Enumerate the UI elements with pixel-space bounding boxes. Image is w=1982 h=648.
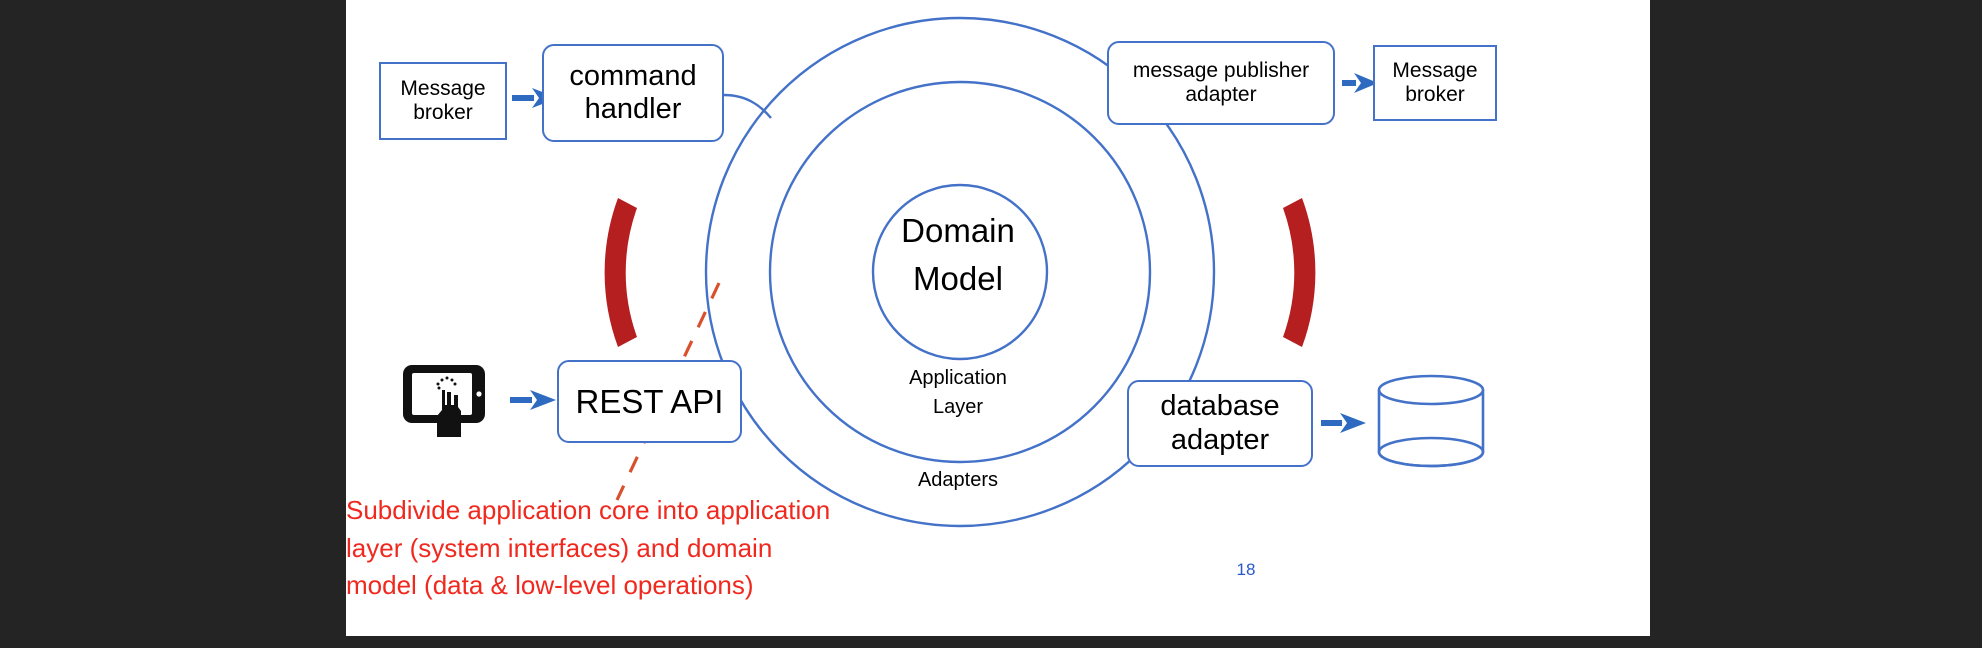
arrow-db-adapter-to-database xyxy=(1321,413,1366,433)
box-rest-api-label: REST API xyxy=(575,382,724,420)
box-message-broker-left-label: Message broker xyxy=(400,76,486,124)
label-adapters: Adapters xyxy=(917,469,999,491)
application-layer-ring-circle xyxy=(768,80,1152,464)
domain-model-core-circle xyxy=(871,183,1049,361)
connector-command-handler xyxy=(723,93,772,119)
diagram-vector-layer xyxy=(510,16,1485,528)
box-message-broker-right-label: Message broker xyxy=(1392,58,1478,106)
box-message-broker-right[interactable]: Message broker xyxy=(1373,45,1497,121)
box-message-publisher-adapter-label: message publisher adapter xyxy=(1132,58,1310,106)
page-number: 18 xyxy=(1236,560,1256,579)
right-port-arc xyxy=(1283,198,1316,347)
box-database-adapter[interactable]: database adapter xyxy=(1127,380,1313,467)
slide-canvas: Message broker command handler message p… xyxy=(346,0,1650,636)
arrow-tablet-to-rest-api xyxy=(510,390,556,410)
box-rest-api[interactable]: REST API xyxy=(557,360,742,443)
box-message-broker-left[interactable]: Message broker xyxy=(379,62,507,140)
box-command-handler-label: command handler xyxy=(569,59,697,125)
adapters-ring-circle xyxy=(704,16,1216,528)
left-port-arc xyxy=(604,198,637,347)
label-application-layer: Application Layer xyxy=(909,367,1007,418)
dashed-divider-line xyxy=(615,282,721,501)
arrow-publisher-to-broker xyxy=(1342,73,1378,93)
label-domain-model: Domain Model xyxy=(901,212,1015,297)
box-command-handler[interactable]: command handler xyxy=(542,44,724,142)
tablet-touch-icon xyxy=(403,365,485,437)
box-database-adapter-label: database adapter xyxy=(1160,390,1280,456)
annotation-note: Subdivide application core into applicat… xyxy=(346,495,831,601)
box-message-publisher-adapter[interactable]: message publisher adapter xyxy=(1107,41,1335,125)
database-cylinder-icon xyxy=(1377,374,1485,468)
